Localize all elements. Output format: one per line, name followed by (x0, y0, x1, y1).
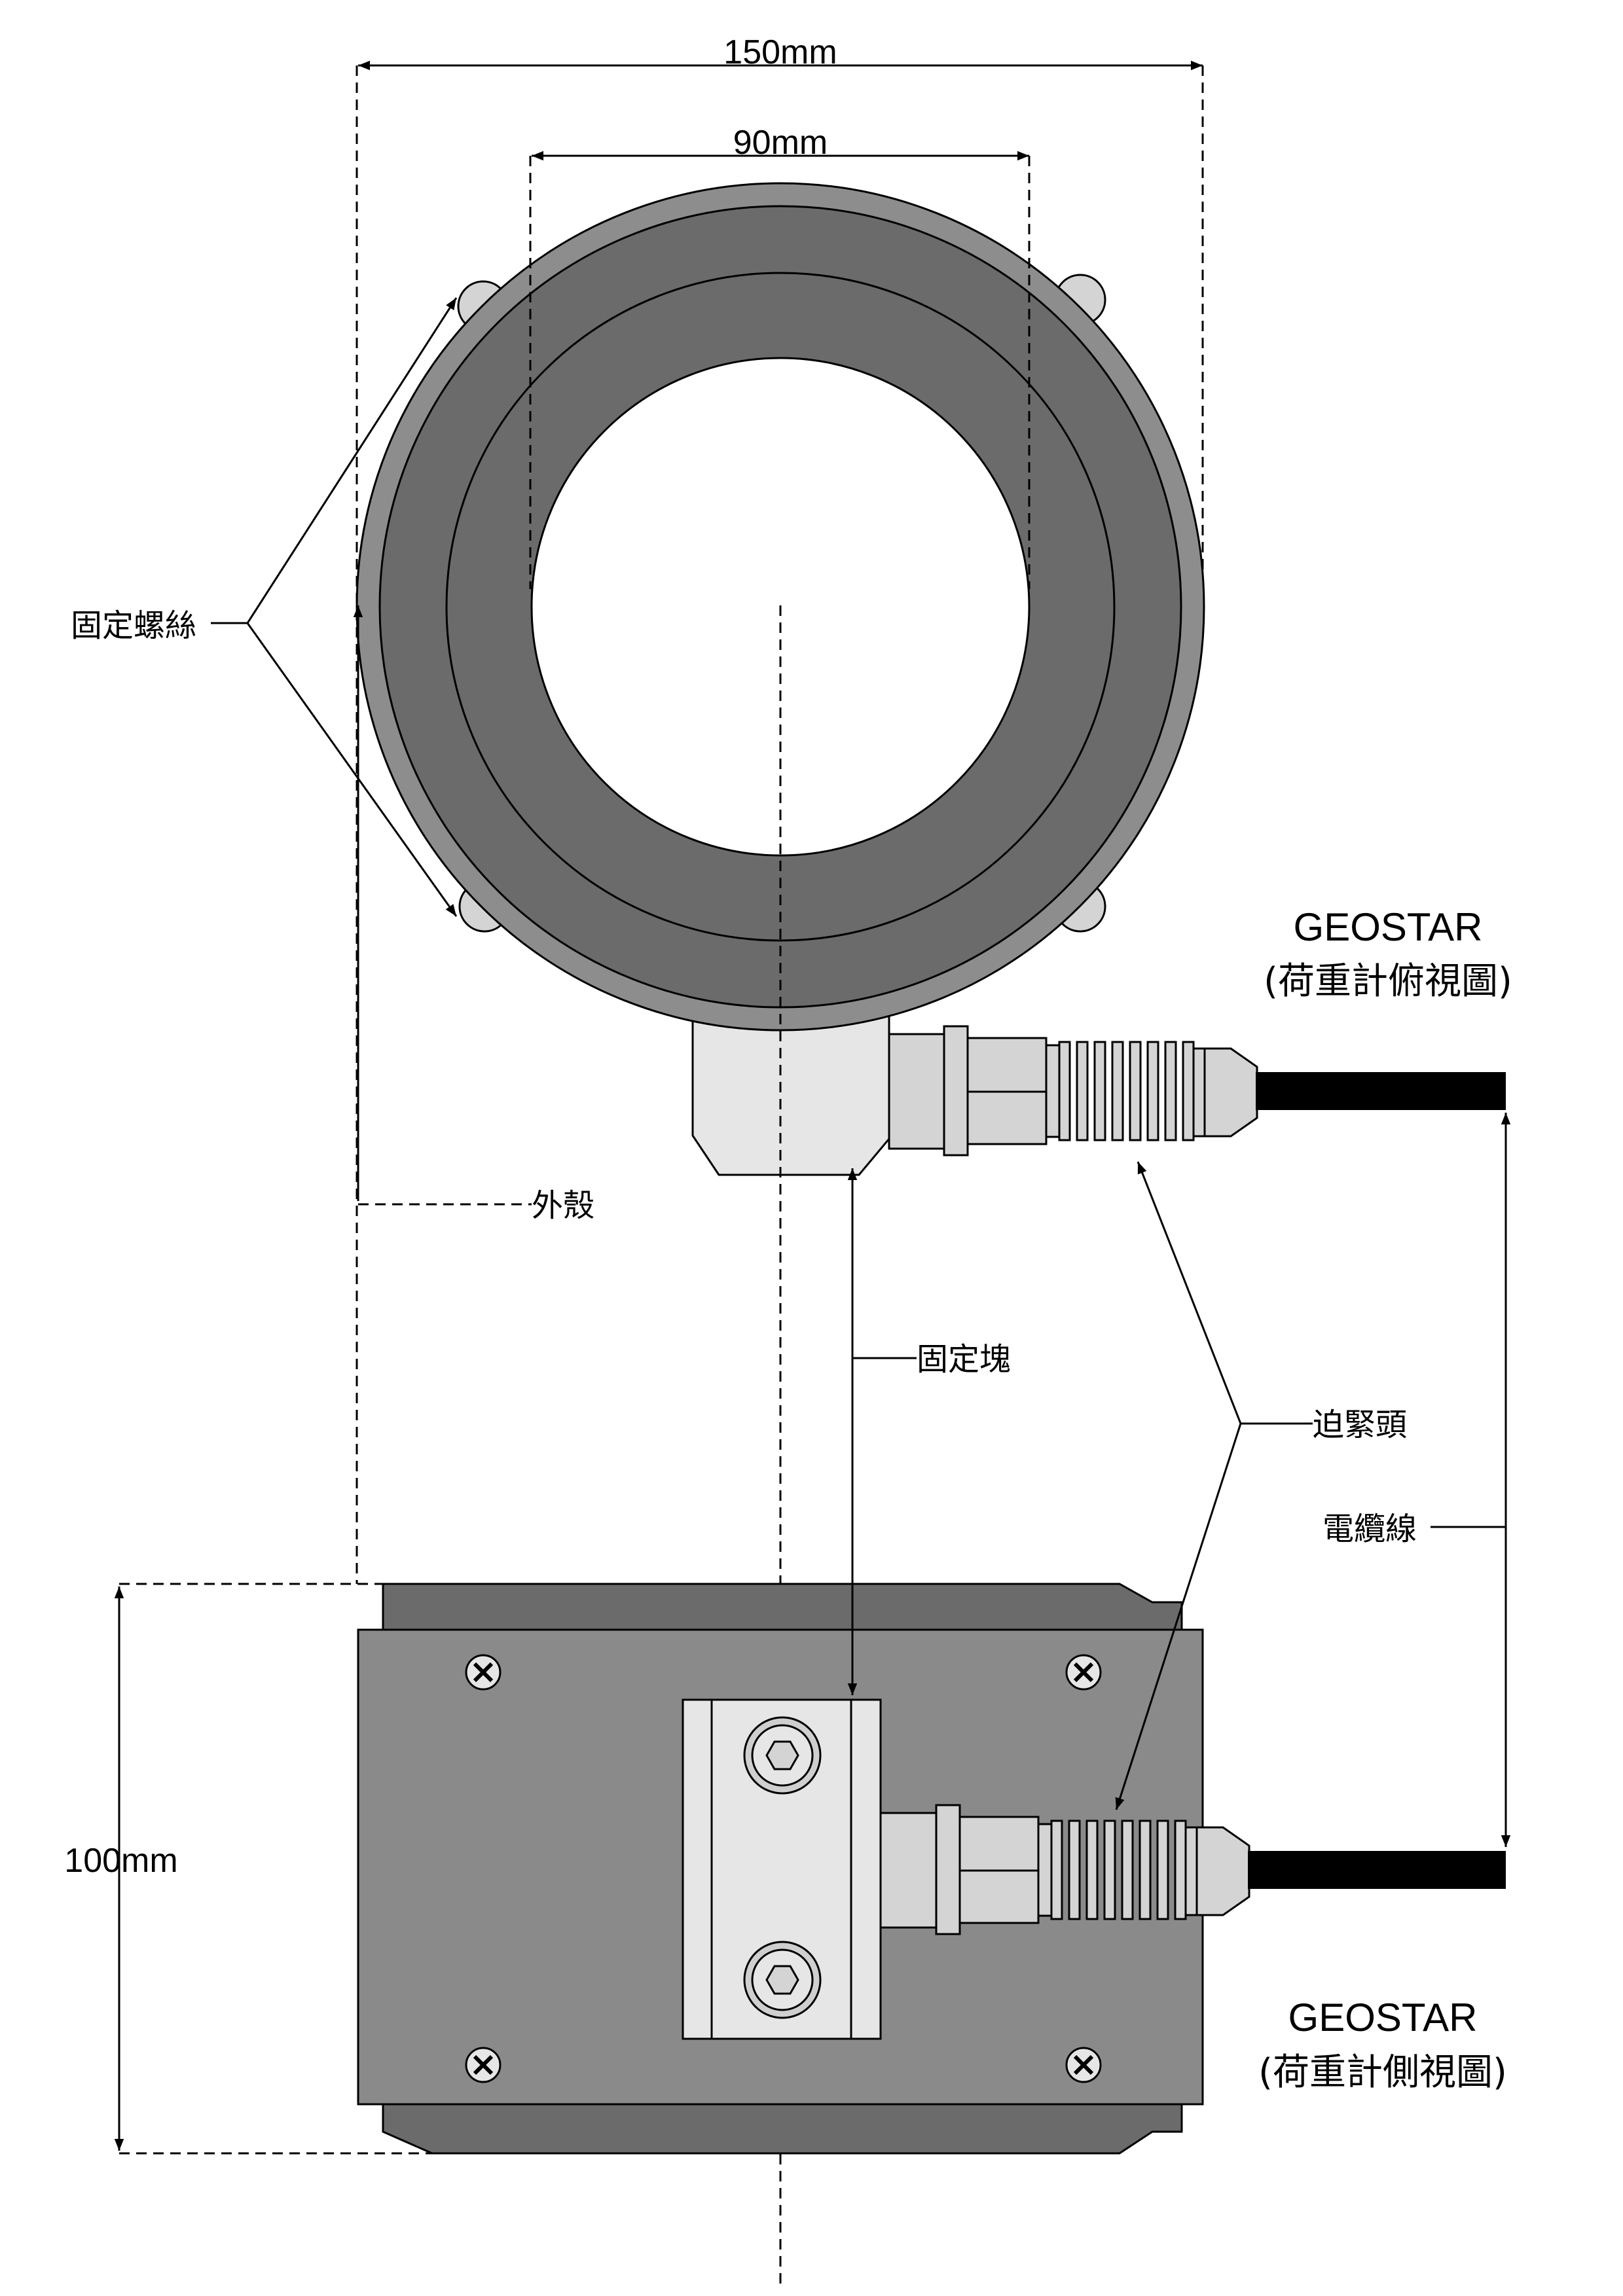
cable-side (1248, 1851, 1506, 1889)
side-view-title: (荷重計側視圖) (1258, 2051, 1507, 2094)
label-fixing-block: 固定塊 (917, 1341, 1011, 1378)
screw-head (465, 2047, 501, 2083)
label-fixing-screw: 固定螺絲 (71, 607, 196, 644)
callouts (211, 297, 1511, 1847)
ring-inner-groove (445, 272, 1116, 942)
hex-bolt (743, 1716, 822, 1795)
side-bottom-flange (382, 2103, 1183, 2155)
top-view-brand: GEOSTAR (1294, 905, 1483, 949)
cable-top (1256, 1072, 1506, 1110)
top-view-title: (荷重計俯視圖) (1264, 960, 1512, 1003)
label-cable: 電纜線 (1322, 1511, 1417, 1547)
screw-head (1065, 1654, 1102, 1691)
side-view-brand: GEOSTAR (1288, 1996, 1478, 2039)
screw-head (465, 1654, 501, 1691)
screw-head (1065, 2047, 1102, 2083)
label-compression-gland: 迫緊頭 (1313, 1407, 1407, 1443)
side-view (114, 1583, 1506, 2155)
gland-top (888, 1025, 1258, 1157)
dim-90-label: 90mm (733, 124, 828, 162)
hex-bolt (743, 1941, 822, 2019)
label-housing: 外殼 (532, 1187, 594, 1224)
top-view (356, 60, 1506, 2284)
dim-100-label: 100mm (64, 1842, 177, 1880)
side-top-flange (382, 1583, 1183, 1631)
dim-150-label: 150mm (723, 33, 837, 71)
gland-side (879, 1804, 1250, 1935)
